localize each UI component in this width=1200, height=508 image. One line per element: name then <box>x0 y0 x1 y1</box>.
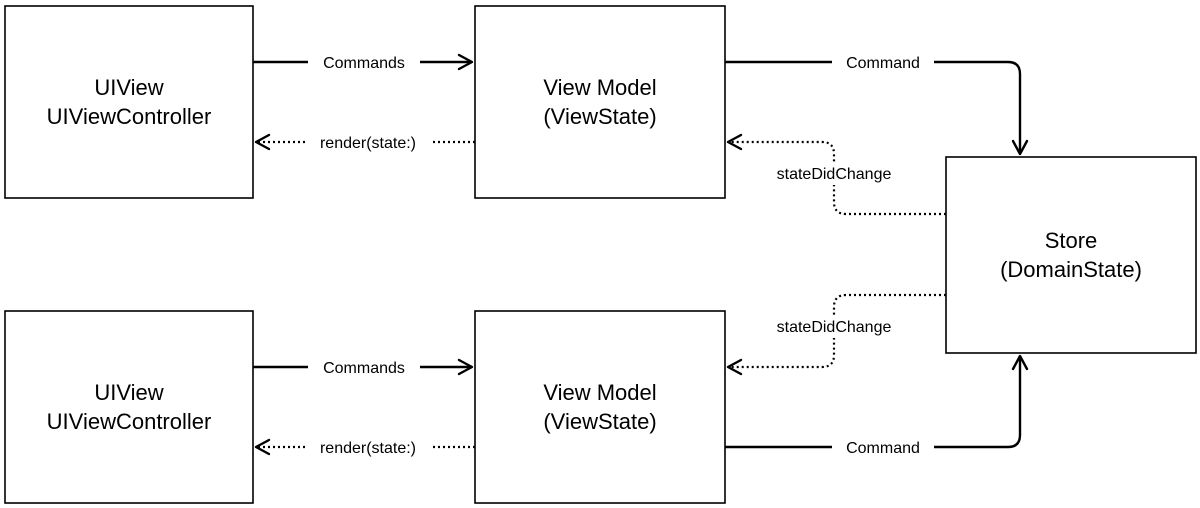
node-view-bottom-line1: UIView <box>94 380 163 405</box>
node-view-model-top-line2: (ViewState) <box>543 104 656 129</box>
edge-commands-bottom: Commands <box>253 356 474 378</box>
node-view-bottom-line2: UIViewController <box>47 409 212 434</box>
node-view-top-line1: UIView <box>94 75 163 100</box>
node-store: Store (DomainState) <box>945 156 1197 354</box>
node-view-top: UIView UIViewController <box>4 5 254 199</box>
node-view-bottom: UIView UIViewController <box>4 310 254 504</box>
edge-command-bottom: Command <box>725 354 1029 458</box>
edge-commands-bottom-label: Commands <box>323 360 405 377</box>
edge-state-change-top-label: stateDidChange <box>777 166 892 183</box>
node-view-model-bottom-line2: (ViewState) <box>543 409 656 434</box>
edge-commands-top: Commands <box>253 51 474 73</box>
node-view-model-bottom: View Model (ViewState) <box>474 310 726 504</box>
edge-command-bottom-label: Command <box>846 440 920 457</box>
edge-state-change-bottom-label: stateDidChange <box>777 319 892 336</box>
edge-render-top: render(state:) <box>254 131 475 153</box>
node-view-model-top: View Model (ViewState) <box>474 5 726 199</box>
edge-command-top: Command <box>725 51 1029 156</box>
node-store-line2: (DomainState) <box>1000 257 1142 282</box>
edge-render-bottom: render(state:) <box>254 436 475 458</box>
edge-state-change-top: stateDidChange <box>726 133 946 216</box>
node-view-model-top-line1: View Model <box>543 75 656 100</box>
edge-commands-top-label: Commands <box>323 55 405 72</box>
edge-render-top-label: render(state:) <box>320 135 416 152</box>
edge-command-top-label: Command <box>846 55 920 72</box>
edge-render-bottom-label: render(state:) <box>320 440 416 457</box>
node-store-line1: Store <box>1045 228 1098 253</box>
node-view-top-line2: UIViewController <box>47 104 212 129</box>
edge-state-change-bottom: stateDidChange <box>726 293 946 376</box>
node-view-model-bottom-line1: View Model <box>543 380 656 405</box>
